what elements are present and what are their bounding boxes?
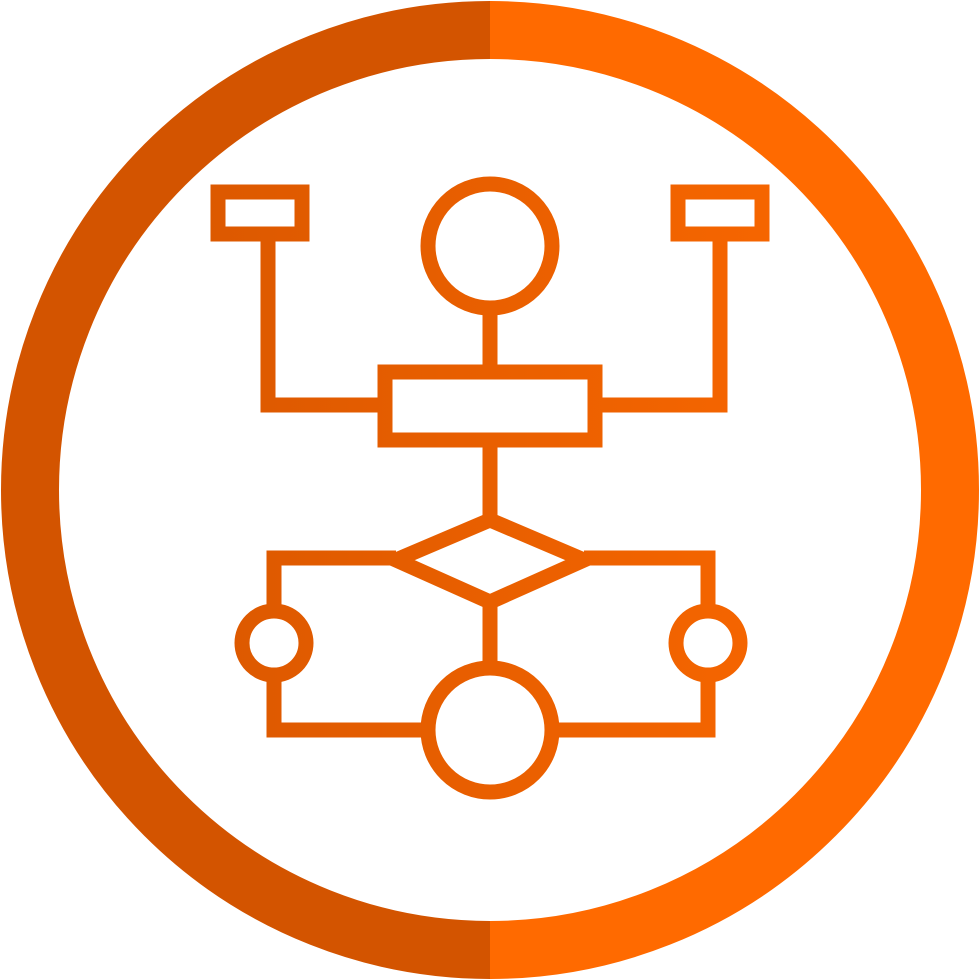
right-return [552,675,716,738]
right-circle [668,603,748,683]
right-connector [595,234,728,413]
left-return [266,675,428,738]
left-circle [234,603,314,683]
bottom-circle [420,660,560,800]
ring-right-half [490,1,979,979]
right-branch [584,550,716,612]
decision-diamond [377,511,603,611]
process-box [377,364,603,448]
top-left-box [210,184,310,242]
top-circle [420,176,560,316]
left-branch [266,550,396,612]
flowchart-glyph [210,176,770,800]
left-connector [260,234,385,413]
top-right-box [670,184,770,242]
ring-left-half [1,1,490,979]
